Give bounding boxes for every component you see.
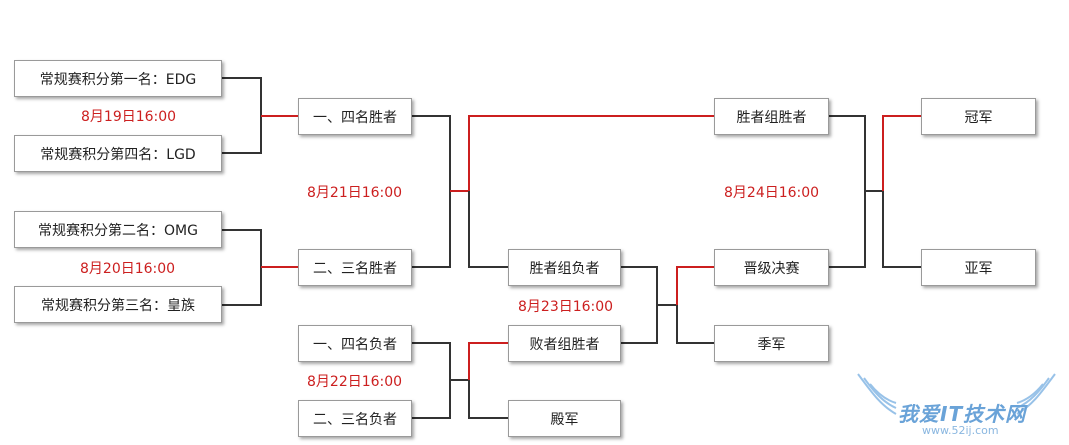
winners-bracket-loser-box: 胜者组负者 — [508, 249, 621, 286]
winners-bracket-loser-label: 胜者组负者 — [529, 260, 600, 277]
fourth-place-label: 殿军 — [550, 411, 579, 428]
winner-2-3-box: 二、三名胜者 — [298, 249, 412, 286]
seed4-label: 常规赛积分第四名：LGD — [40, 146, 196, 163]
date-aug-23: 8月23日16:00 — [518, 299, 614, 315]
date-aug-22: 8月22日16:00 — [307, 374, 403, 390]
fourth-place-box: 殿军 — [508, 400, 621, 437]
wings-logo-icon — [857, 373, 1056, 415]
winner-1-4-box: 一、四名胜者 — [298, 98, 412, 135]
seed2-label: 常规赛积分第二名：OMG — [38, 222, 198, 239]
seed4-box: 常规赛积分第四名：LGD — [14, 135, 222, 172]
runner-up-label: 亚军 — [964, 260, 993, 277]
date-aug-24: 8月24日16:00 — [724, 185, 820, 201]
seed3-box: 常规赛积分第三名：皇族 — [14, 286, 222, 323]
seed3-label: 常规赛积分第三名：皇族 — [41, 297, 195, 314]
third-place-label: 季军 — [757, 336, 786, 353]
seed1-box: 常规赛积分第一名：EDG — [14, 60, 222, 97]
winner-1-4-label: 一、四名胜者 — [313, 109, 397, 126]
watermark-url: www.52ij.com — [922, 424, 999, 437]
third-place-box: 季军 — [714, 325, 829, 362]
promotion-final-label: 晋级决赛 — [743, 260, 800, 277]
champion-label: 冠军 — [964, 109, 993, 126]
losers-bracket-winner-label: 败者组胜者 — [529, 336, 600, 353]
date-aug-20: 8月20日16:00 — [80, 261, 176, 277]
date-aug-21: 8月21日16:00 — [307, 185, 403, 201]
winners-bracket-winner-box: 胜者组胜者 — [714, 98, 829, 135]
winners-bracket-winner-label: 胜者组胜者 — [736, 109, 807, 126]
winner-2-3-label: 二、三名胜者 — [313, 260, 397, 277]
watermark-text: 我爱IT技术网 — [898, 402, 1027, 426]
date-aug-19: 8月19日16:00 — [81, 109, 177, 125]
seed1-label: 常规赛积分第一名：EDG — [39, 71, 197, 88]
loser-2-3-label: 二、三名负者 — [313, 411, 397, 428]
promotion-final-box: 晋级决赛 — [714, 249, 829, 286]
loser-1-4-label: 一、四名负者 — [313, 336, 397, 353]
loser-2-3-box: 二、三名负者 — [298, 400, 412, 437]
losers-bracket-winner-box: 败者组胜者 — [508, 325, 621, 362]
loser-1-4-box: 一、四名负者 — [298, 325, 412, 362]
seed2-box: 常规赛积分第二名：OMG — [14, 211, 222, 248]
runner-up-box: 亚军 — [921, 249, 1036, 286]
champion-box: 冠军 — [921, 98, 1036, 135]
